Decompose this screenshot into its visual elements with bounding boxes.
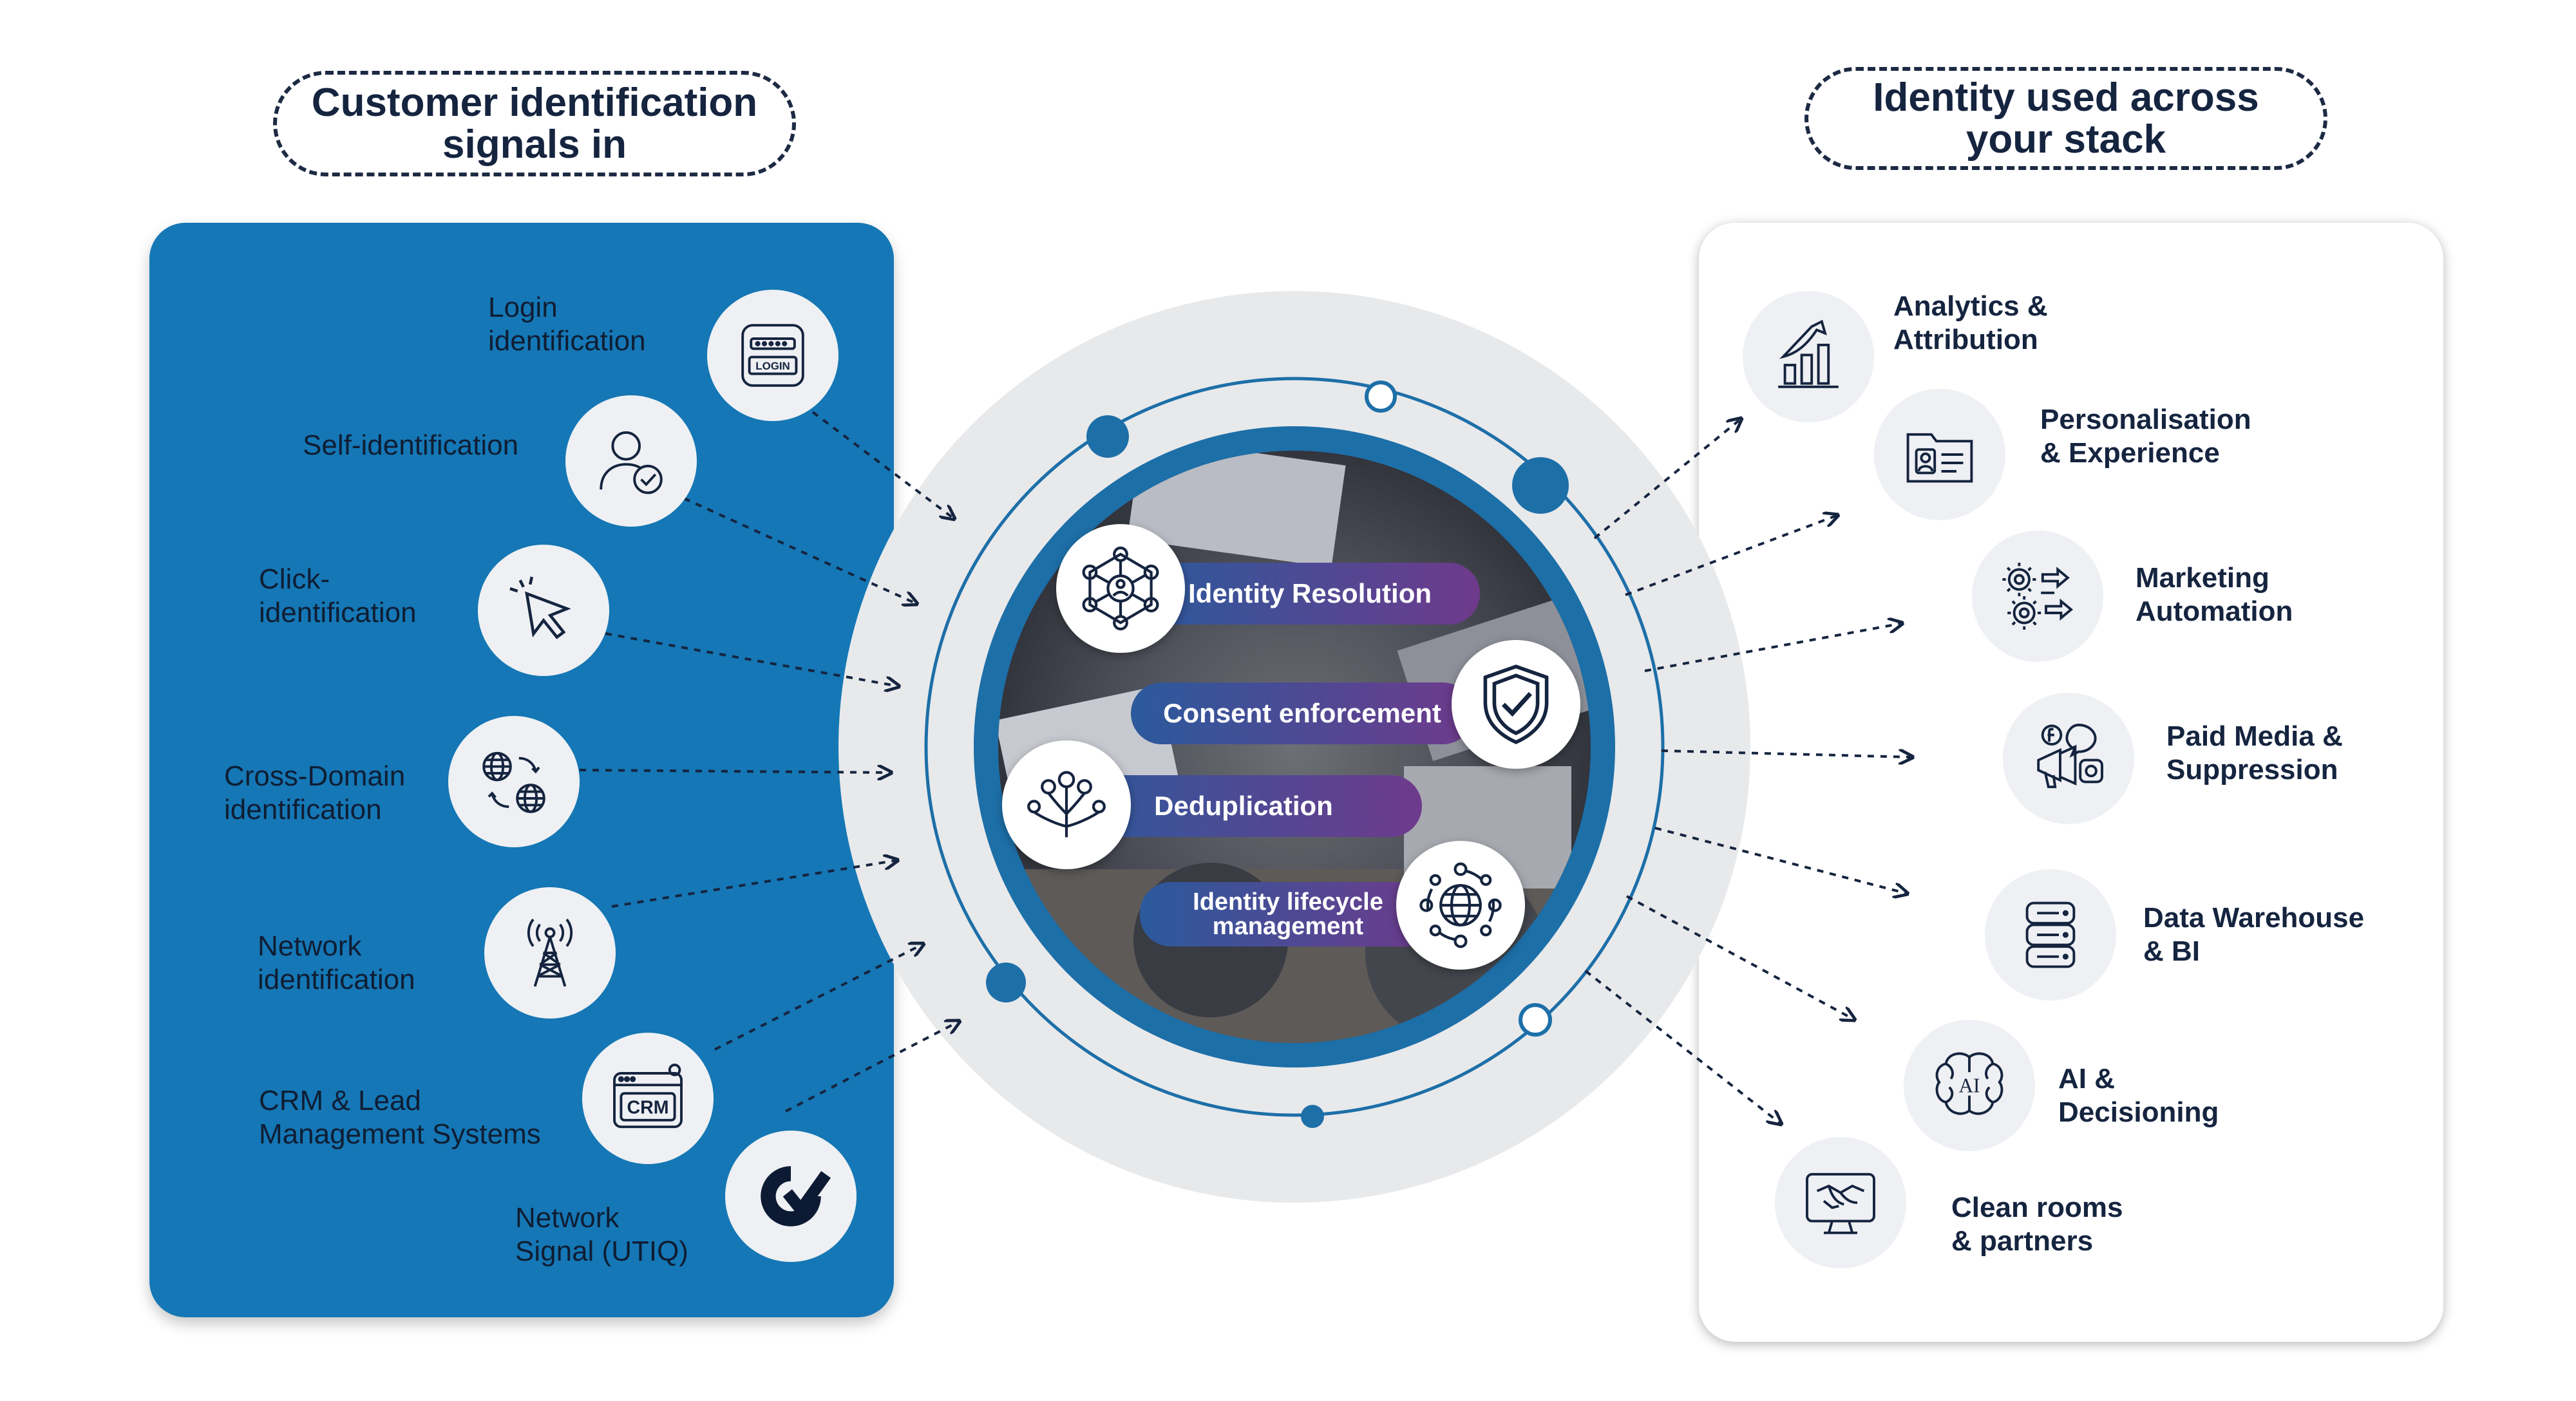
tree-branch-icon [1002, 740, 1131, 869]
connector-cleanrooms [1584, 970, 1781, 1124]
output-label-personalisation: Personalisation & Experience [2040, 404, 2251, 469]
input-label-crm: CRM & Lead Management Systems [259, 1085, 541, 1150]
connector-ai [1626, 895, 1855, 1020]
orbit-dot [1519, 1003, 1552, 1037]
profile-card-icon [1874, 389, 2005, 520]
output-label-analytics: Analytics & Attribution [1893, 290, 2048, 355]
connector-warehouse [1654, 827, 1908, 894]
output-label-clean-rooms: Clean rooms & partners [1951, 1192, 2123, 1257]
antenna-tower-icon [484, 887, 616, 1019]
login-icon: LOGIN [707, 290, 838, 421]
shield-check-icon [1452, 640, 1580, 769]
input-label-crossdomain: Cross-Domain identification [224, 760, 406, 825]
utiq-logo-icon [725, 1131, 857, 1262]
output-label-marketing: Marketing Automation [2136, 562, 2293, 627]
output-label-ai: AI & Decisioning [2058, 1063, 2219, 1128]
database-server-icon [1985, 869, 2116, 1001]
lifecycle-globe-icon [1396, 841, 1525, 970]
crm-icon: CRM [582, 1033, 714, 1164]
connector-self [683, 497, 917, 604]
connector-marketing [1644, 623, 1902, 672]
cursor-click-icon [478, 545, 609, 676]
output-label-data-warehouse: Data Warehouse & BI [2143, 902, 2365, 967]
user-check-icon [565, 395, 697, 527]
connector-network [611, 860, 898, 908]
connector-crm [714, 944, 923, 1051]
pill-consent-enforcement: Consent enforcement [1131, 682, 1473, 744]
orbit-dot [1365, 381, 1397, 413]
network-nodes-icon [1056, 524, 1185, 653]
bar-chart-icon [1743, 291, 1874, 422]
pill-identity-resolution: Identity Resolution [1140, 563, 1480, 625]
orbit-dot [1301, 1105, 1324, 1128]
crm-icon-text: CRM [627, 1097, 668, 1118]
connector-login [811, 411, 954, 519]
cross-domain-icon [448, 716, 580, 847]
input-label-login: Login identification [488, 292, 646, 357]
output-stack-header: Identity used across your stack [1804, 67, 2327, 170]
megaphone-social-icon [2003, 693, 2134, 824]
orbit-dot [1086, 415, 1129, 458]
input-label-self: Self-identification [303, 429, 519, 461]
input-label-click: Click- identification [259, 563, 417, 628]
input-signals-header: Customer identification signals in [273, 71, 796, 176]
gears-arrows-icon [1972, 531, 2103, 662]
connector-paid [1661, 751, 1913, 757]
ai-icon-text: AI [1959, 1074, 1980, 1096]
orbit-dot [986, 963, 1026, 1002]
connector-utiq [785, 1021, 960, 1113]
login-icon-text: LOGIN [755, 360, 790, 372]
output-label-paid-media: Paid Media & Suppression [2166, 720, 2343, 785]
handshake-monitor-icon [1775, 1137, 1906, 1268]
orbit-ring [924, 377, 1665, 1117]
pill-identity-lifecycle: Identity lifecycle management [1140, 882, 1436, 946]
input-label-utiq: Network Signal (UTIQ) [515, 1202, 688, 1267]
connector-click [605, 632, 899, 686]
connector-analytics [1593, 418, 1741, 540]
ai-brain-icon: AI [1904, 1020, 2035, 1151]
orbit-dot [1512, 457, 1569, 514]
connector-crossdomain [579, 770, 891, 773]
input-label-network: Network identification [258, 930, 415, 995]
